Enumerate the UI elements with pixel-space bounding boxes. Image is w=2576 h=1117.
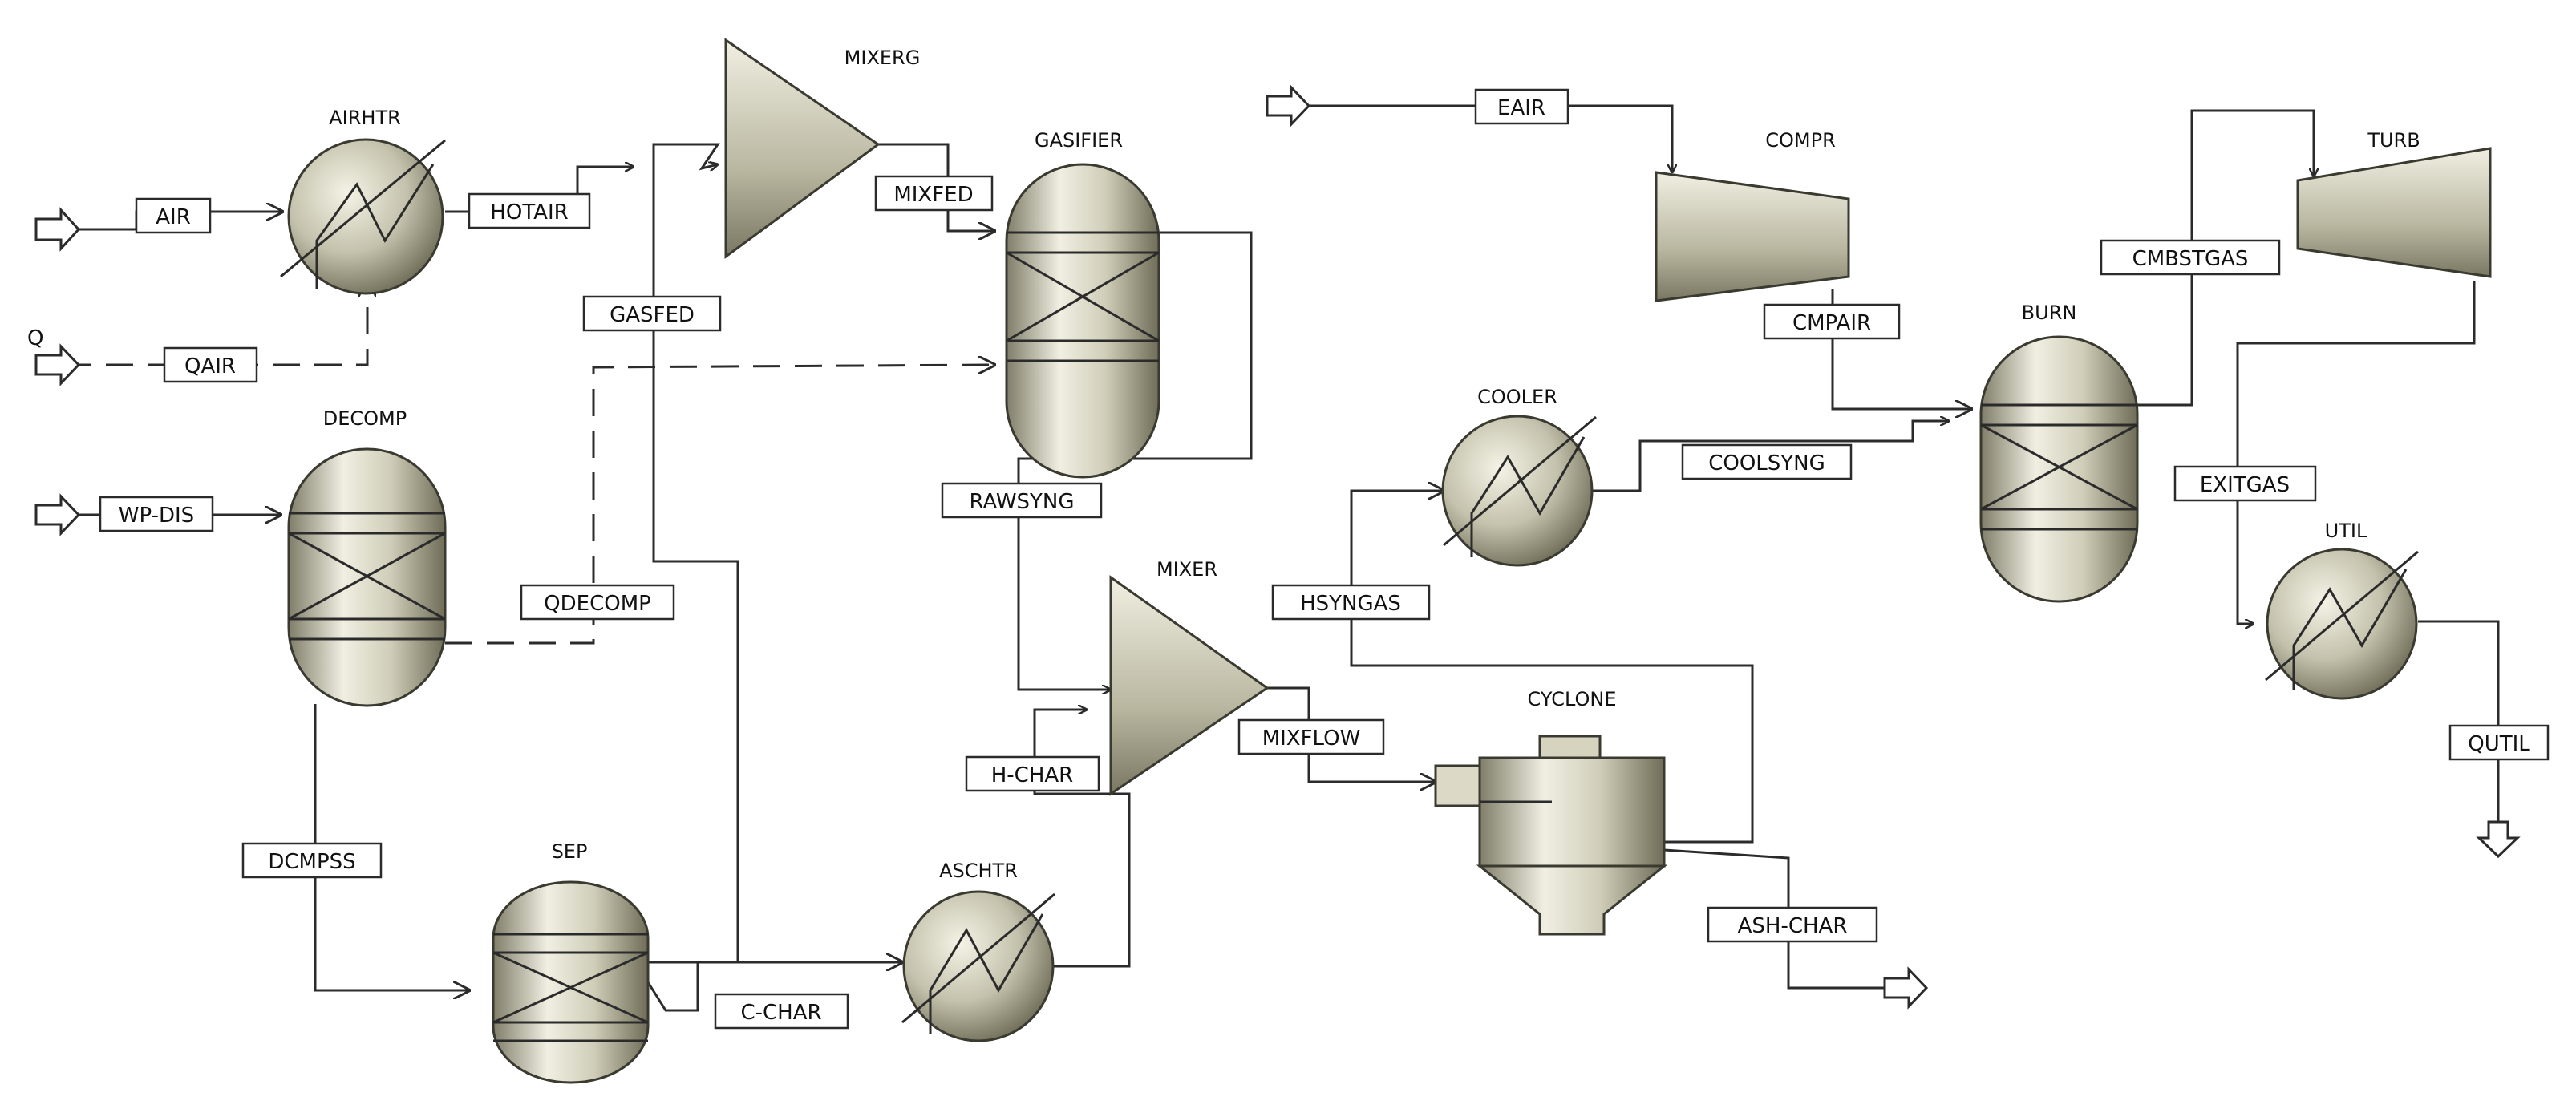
cyclone-block[interactable] (1434, 735, 1668, 936)
stream-exitgas-line (2236, 281, 2476, 624)
util-label: UTIL (2325, 520, 2367, 542)
stream-dcmpss-line (314, 704, 469, 990)
mixer-label: MIXER (1156, 558, 1217, 581)
stream-wpdis-tag[interactable]: WP-DIS (99, 496, 214, 532)
util-block[interactable] (2265, 548, 2419, 700)
product-qutil-port[interactable] (2476, 820, 2521, 859)
stream-qdecomp-tag[interactable]: QDECOMP (520, 584, 675, 621)
turb-label: TURB (2367, 129, 2420, 152)
stream-cchar-text: C-CHAR (740, 1001, 821, 1025)
feed-wpdis-port[interactable] (34, 493, 81, 536)
stream-rawsyng-tag[interactable]: RAWSYNG (941, 482, 1103, 519)
stream-cchar-tag[interactable]: C-CHAR (714, 993, 849, 1030)
stream-cmbstgas-line (2137, 109, 2314, 407)
stream-gasfed-line (648, 143, 739, 964)
decomp-label: DECOMP (323, 407, 407, 430)
stream-dcmpss-text: DCMPSS (268, 850, 355, 874)
stream-hchar-text: H-CHAR (991, 763, 1074, 787)
cyclone-label: CYCLONE (1528, 688, 1617, 710)
aschtr-block[interactable] (901, 890, 1055, 1042)
stream-qutil-text: QUTIL (2468, 732, 2530, 756)
turb-block[interactable] (2296, 147, 2492, 278)
stream-cmbstgas-tag[interactable]: CMBSTGAS (2100, 239, 2281, 276)
stream-coolsyng-tag[interactable]: COOLSYNG (1681, 443, 1853, 480)
stream-air-text: AIR (156, 205, 191, 229)
stream-coolsyng-line (1592, 421, 1949, 492)
mixerg-label: MIXERG (844, 47, 921, 69)
stream-ashchar-text: ASH-CHAR (1738, 914, 1848, 938)
stream-ashchar-tag[interactable]: ASH-CHAR (1707, 906, 1878, 943)
stream-cmbstgas-text: CMBSTGAS (2132, 247, 2249, 271)
stream-cchar-line (646, 962, 902, 1012)
stream-rawsyng-line (1017, 231, 1253, 690)
sep-label: SEP (552, 840, 588, 863)
stream-dcmpss-tag[interactable]: DCMPSS (241, 842, 383, 879)
feed-qair-port[interactable] (34, 343, 81, 386)
stream-mixfed-text: MIXFED (893, 183, 973, 207)
stream-hsyngas-line (1350, 491, 1754, 844)
burn-block[interactable] (1979, 335, 2139, 603)
stream-rawsyng-text: RAWSYNG (969, 490, 1074, 514)
compr-label: COMPR (1765, 129, 1836, 152)
compr-block[interactable] (1655, 171, 1850, 302)
feed-air-port[interactable] (34, 207, 81, 252)
stream-hotair-text: HOTAIR (490, 200, 568, 225)
stream-hotair-tag[interactable]: HOTAIR (468, 192, 591, 229)
stream-eair-text: EAIR (1497, 96, 1545, 120)
stream-exitgas-tag[interactable]: EXITGAS (2173, 465, 2317, 502)
stream-qair-text: QAIR (184, 354, 236, 378)
stream-cmpair-tag[interactable]: CMPAIR (1763, 303, 1901, 340)
feed-eair-port[interactable] (1266, 84, 1311, 127)
decomp-block[interactable] (287, 447, 447, 707)
stream-qutil-line (2418, 620, 2500, 822)
stream-cmpair-text: CMPAIR (1792, 311, 1871, 335)
mixerg-block[interactable] (724, 38, 881, 259)
stream-eair-tag[interactable]: EAIR (1474, 88, 1569, 125)
stream-qdecomp-text: QDECOMP (544, 592, 651, 616)
mixer-block[interactable] (1109, 575, 1270, 796)
stream-wpdis-text: WP-DIS (119, 504, 194, 528)
stream-exitgas-text: EXITGAS (2200, 473, 2290, 497)
aschtr-label: ASCHTR (939, 860, 1018, 882)
stream-hchar-tag[interactable]: H-CHAR (965, 755, 1100, 792)
stream-air-tag[interactable]: AIR (135, 197, 212, 234)
stream-qutil-tag[interactable]: QUTIL (2448, 724, 2550, 761)
stream-hsyngas-tag[interactable]: HSYNGAS (1271, 584, 1431, 621)
stream-eair-line (1299, 104, 1672, 172)
cooler-label: COOLER (1477, 386, 1557, 408)
stream-q-label: Q (27, 326, 43, 350)
gasifier-block[interactable] (1005, 163, 1160, 479)
stream-gasfed-tag[interactable]: GASFED (582, 295, 722, 332)
stream-qair-tag[interactable]: QAIR (163, 346, 258, 383)
stream-hchar-line (1033, 710, 1131, 968)
stream-gasfed-text: GASFED (610, 303, 695, 327)
burn-label: BURN (2022, 302, 2077, 324)
stream-mixflow-tag[interactable]: MIXFLOW (1237, 718, 1385, 755)
product-ashchar-port[interactable] (1883, 966, 1929, 1010)
gasifier-label: GASIFIER (1035, 129, 1123, 152)
airhtr-label: AIRHTR (329, 107, 401, 129)
stream-coolsyng-text: COOLSYNG (1708, 451, 1825, 476)
stream-mixfed-tag[interactable]: MIXFED (874, 175, 994, 212)
airhtr-block[interactable] (280, 138, 446, 295)
stream-hsyngas-text: HSYNGAS (1300, 592, 1401, 616)
sep-block[interactable] (492, 880, 650, 1084)
cooler-block[interactable] (1441, 415, 1597, 567)
stream-mixflow-text: MIXFLOW (1262, 726, 1361, 751)
